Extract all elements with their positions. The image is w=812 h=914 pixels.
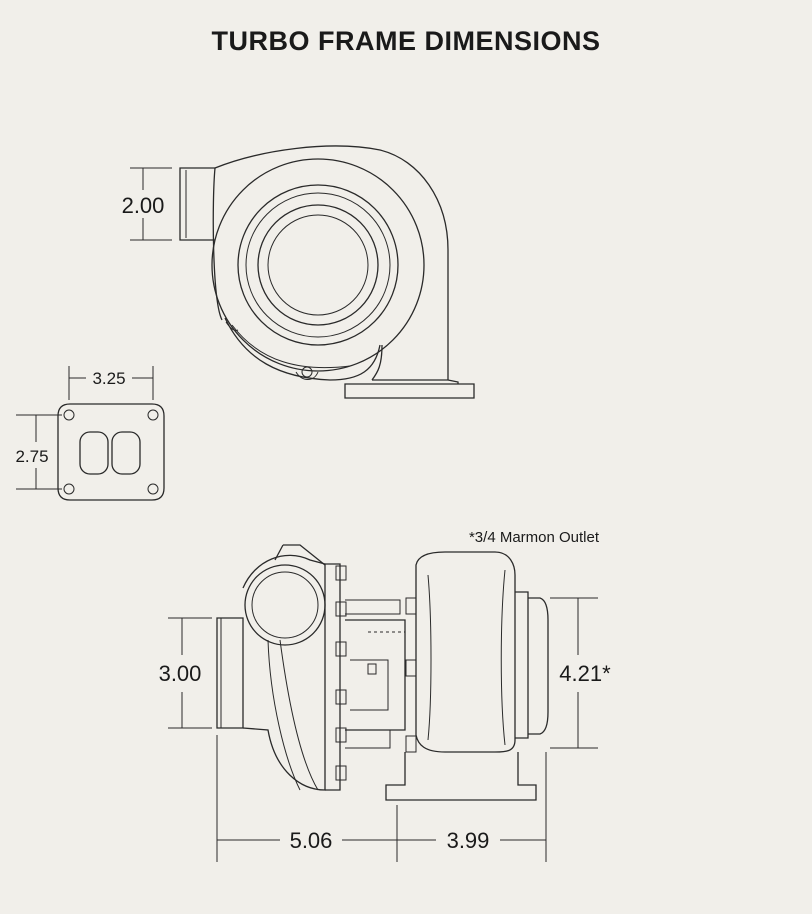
- marmon-note: *3/4 Marmon Outlet: [469, 529, 600, 546]
- front-view: [130, 145, 475, 399]
- page-title: TURBO FRAME DIMENSIONS: [211, 26, 601, 56]
- dim-flange-height: 2.75: [15, 447, 48, 466]
- dim-turbine-outlet: 4.21*: [559, 661, 611, 686]
- dim-length-turbine: 3.99: [447, 828, 490, 853]
- dim-compressor-inlet: 3.00: [159, 661, 202, 686]
- dim-flange-width: 3.25: [92, 369, 125, 388]
- side-view: [168, 544, 598, 862]
- flange-view: [16, 366, 165, 501]
- dim-inlet-height: 2.00: [122, 193, 165, 218]
- dim-length-compressor: 5.06: [290, 828, 333, 853]
